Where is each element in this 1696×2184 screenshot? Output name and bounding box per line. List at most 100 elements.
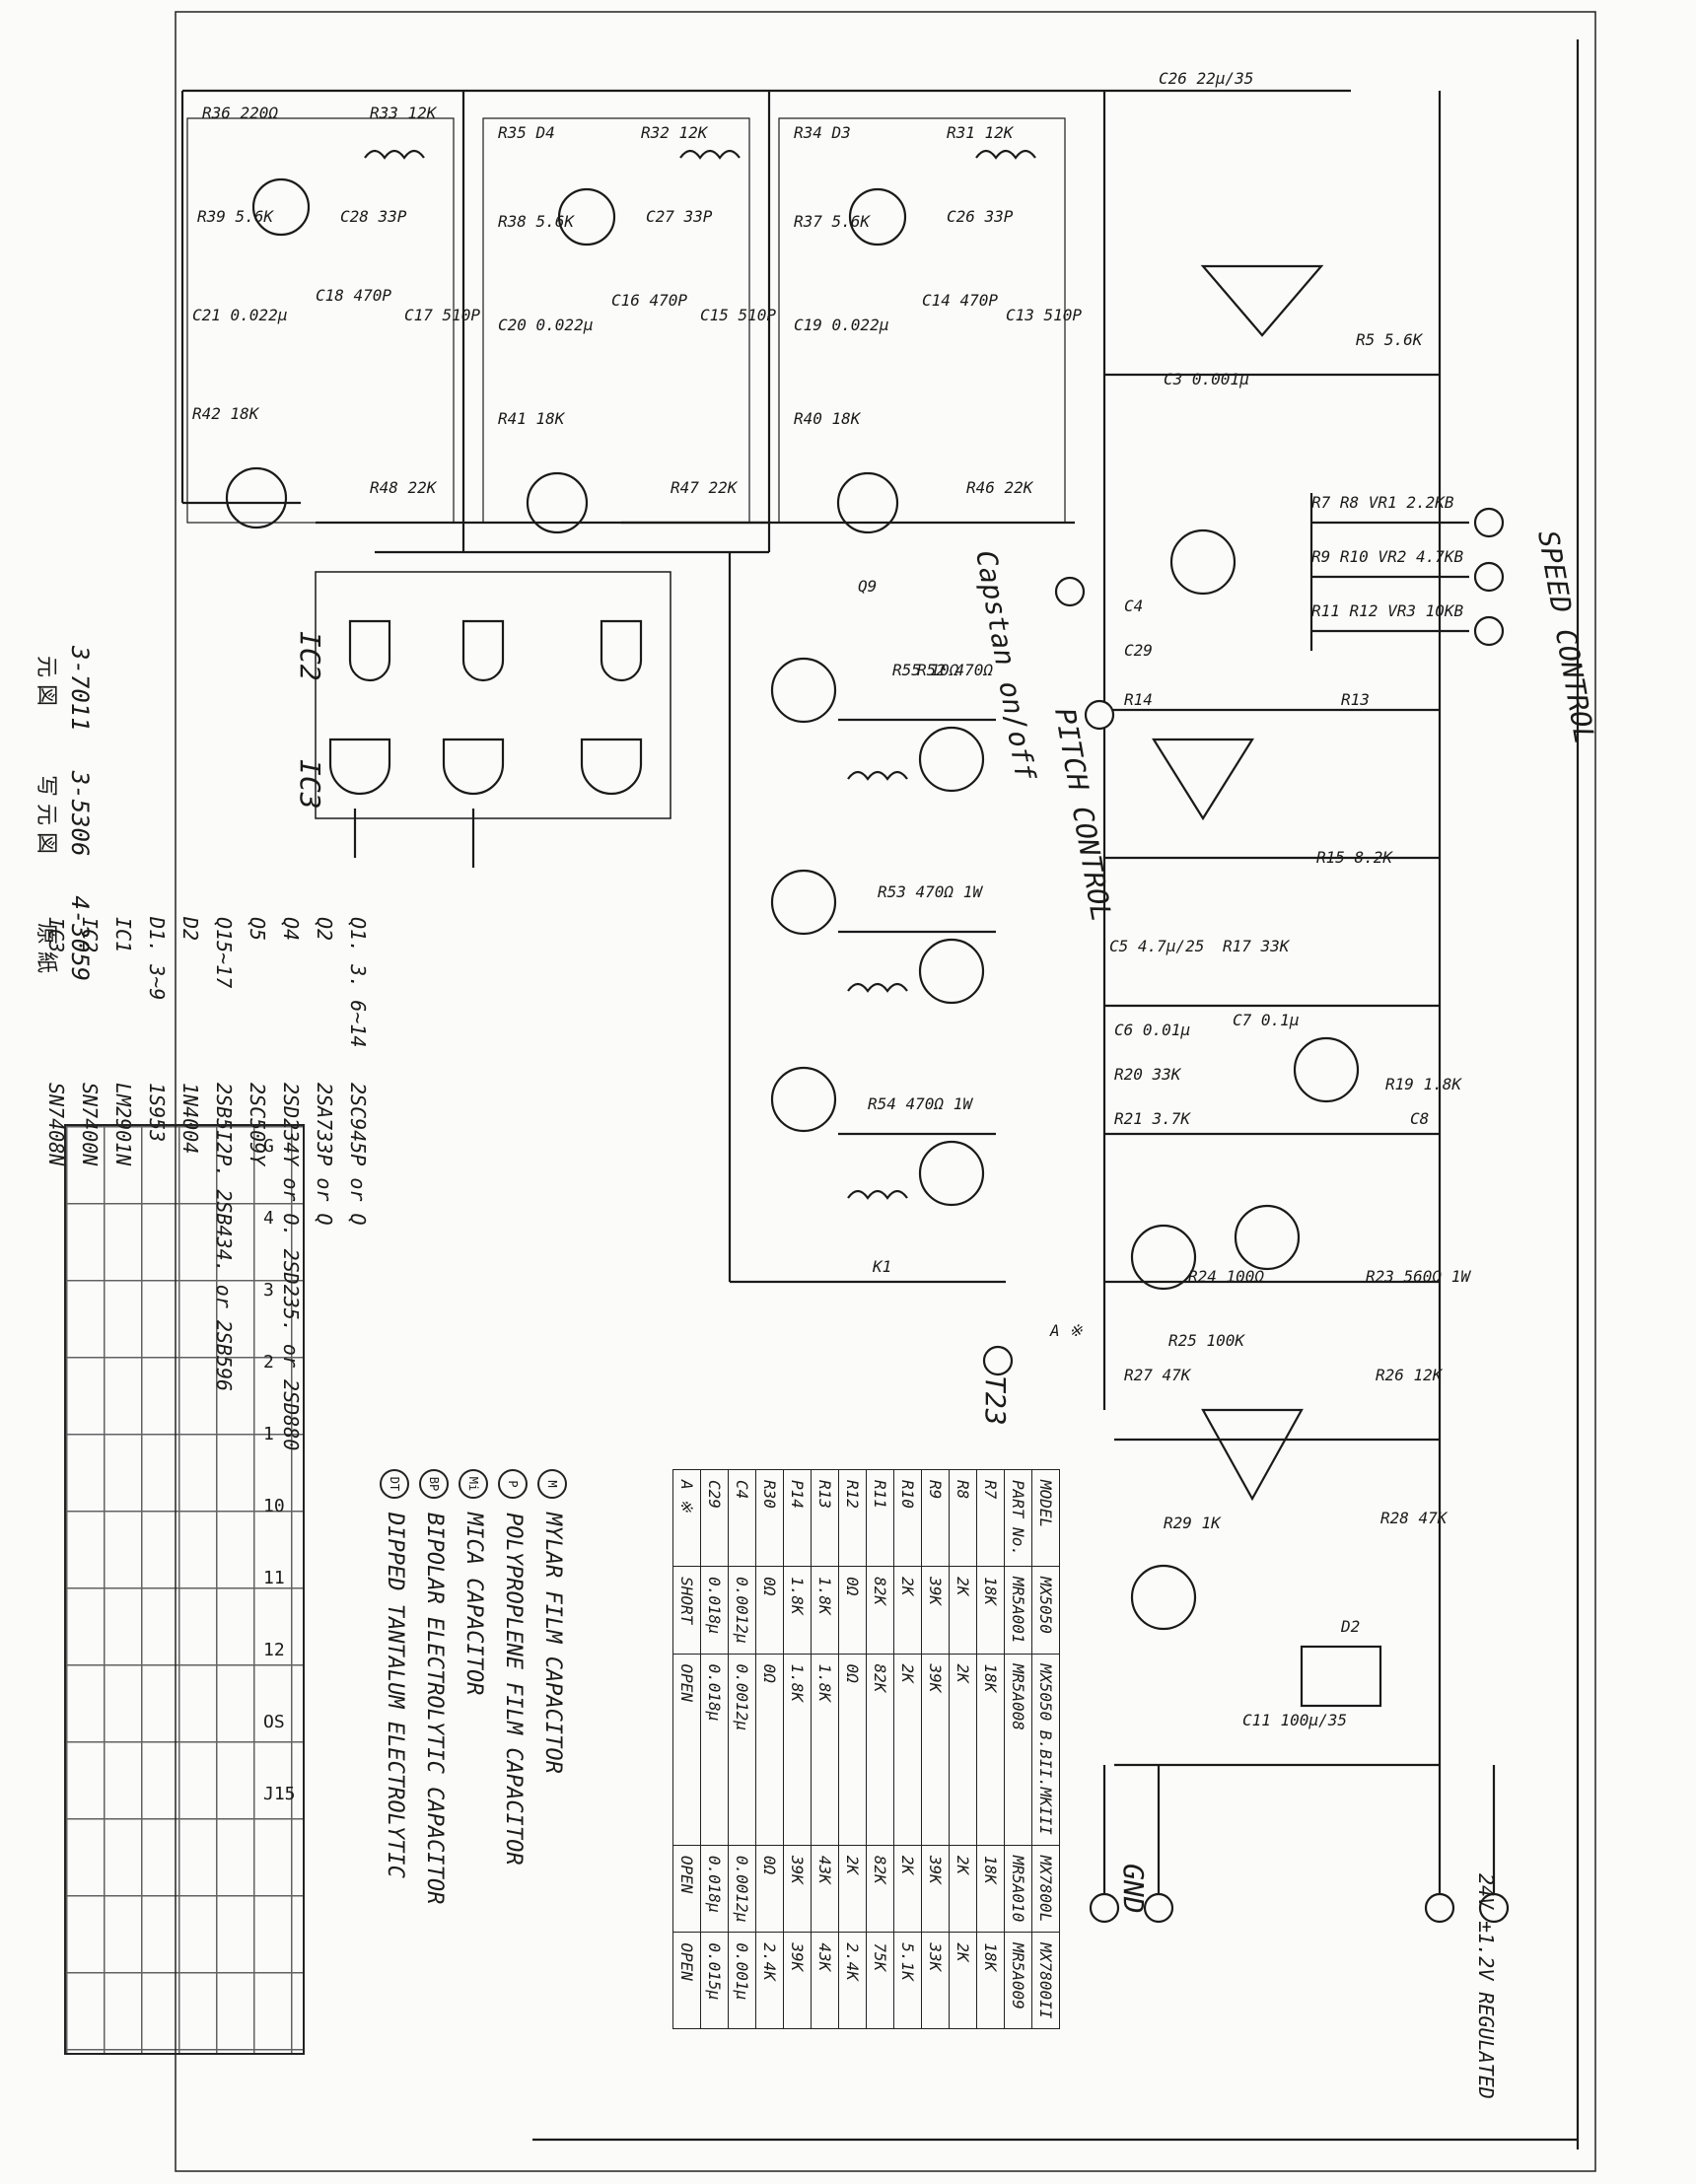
table-cell: MR5A008 <box>1004 1654 1032 1846</box>
table-cell: MX5050 B.BII.MKIII <box>1031 1654 1060 1846</box>
svg-text:R20 33K: R20 33K <box>1114 1065 1182 1084</box>
table-cell: R10 <box>893 1469 922 1567</box>
table-cell: 39K <box>921 1845 950 1933</box>
parts-ref: D2 <box>178 917 202 942</box>
svg-text:R5 5.6K: R5 5.6K <box>1356 330 1424 349</box>
terminal-7 <box>1478 1892 1510 1924</box>
svg-text:C8: C8 <box>1410 1109 1429 1128</box>
svg-text:R40 18K: R40 18K <box>794 409 862 428</box>
svg-text:R21 3.7K: R21 3.7K <box>1114 1109 1191 1128</box>
table-cell: 2K <box>949 1654 977 1846</box>
svg-text:D2: D2 <box>1340 1617 1360 1636</box>
svg-text:C14 470P: C14 470P <box>922 291 998 310</box>
table-cell: R12 <box>838 1469 867 1567</box>
table-cell: C29 <box>700 1469 729 1567</box>
svg-text:C28 33P: C28 33P <box>340 207 407 226</box>
svg-text:R46 22K: R46 22K <box>966 478 1034 497</box>
title-block-cell: G <box>263 1136 274 1157</box>
transistor-q3 <box>1234 1204 1301 1271</box>
table-cell: 2K <box>893 1845 922 1933</box>
parts-ref: D1. 3~9 <box>145 917 169 1001</box>
transistor-q12 <box>770 657 837 724</box>
transistor-q2 <box>1293 1036 1360 1103</box>
drawing-number-2: 3-5306 <box>66 770 94 857</box>
table-cell: R13 <box>811 1469 839 1567</box>
drawing-kind-1: 元 図 <box>34 656 58 706</box>
table-cell: 18K <box>976 1932 1005 2029</box>
svg-text:C5 4.7μ/25: C5 4.7μ/25 <box>1109 937 1204 955</box>
svg-text:C26 33P: C26 33P <box>947 207 1014 226</box>
opamp-ic1a <box>1200 264 1324 337</box>
svg-text:R38 5.6K: R38 5.6K <box>498 212 575 231</box>
table-cell: OPEN <box>672 1845 701 1933</box>
drawing-number-3: 4-3059 <box>66 895 94 982</box>
svg-text:R32 12K: R32 12K <box>641 123 709 142</box>
title-block-cell: 3 <box>263 1280 274 1301</box>
svg-text:R37 5.6K: R37 5.6K <box>794 212 871 231</box>
table-cell: 39K <box>921 1654 950 1846</box>
ic3-label: IC3 <box>294 759 326 810</box>
svg-text:R27 47K: R27 47K <box>1124 1366 1192 1384</box>
legend-symbol-icon: BP <box>419 1469 449 1499</box>
drawing-kind-3: 原 紙 <box>34 923 58 973</box>
terminal-2 <box>1143 1892 1174 1924</box>
table-cell: 1.8K <box>783 1654 812 1846</box>
table-cell: 0.015μ <box>700 1932 729 2029</box>
table-cell: 1.8K <box>811 1654 839 1846</box>
table-cell: 0Ω <box>755 1845 784 1933</box>
gnd-note: GND <box>1117 1864 1150 1914</box>
table-cell: R30 <box>755 1469 784 1567</box>
svg-text:R48 22K: R48 22K <box>370 478 438 497</box>
title-block-cell: J15 <box>263 1784 296 1804</box>
table-cell: 82K <box>866 1654 894 1846</box>
transistor-q9 <box>836 471 899 534</box>
opamp-ic1c <box>1201 1408 1304 1502</box>
ic2-label: IC2 <box>294 631 326 681</box>
table-cell: 2K <box>838 1845 867 1933</box>
parts-value: 2SC945P or Q <box>346 1083 370 1226</box>
svg-text:C17 510P: C17 510P <box>404 306 480 324</box>
svg-text:R24 100Ω: R24 100Ω <box>1188 1267 1264 1286</box>
table-cell: 43K <box>811 1932 839 2029</box>
table-cell: 0.018μ <box>700 1654 729 1846</box>
table-cell: 0Ω <box>838 1566 867 1654</box>
table-cell: OPEN <box>672 1932 701 2029</box>
svg-text:R34 D3: R34 D3 <box>794 123 851 142</box>
legend-text: POLYPROPLENE FILM CAPACITOR <box>501 1513 526 1866</box>
table-cell: 18K <box>976 1566 1005 1654</box>
title-block-cell: 1 <box>263 1424 274 1444</box>
table-cell: MX7800L <box>1031 1845 1060 1933</box>
table-cell: MR5A001 <box>1004 1566 1032 1654</box>
svg-text:R31 12K: R31 12K <box>947 123 1015 142</box>
table-cell: 82K <box>866 1845 894 1933</box>
table-cell: 0.0012μ <box>728 1566 756 1654</box>
table-cell: 2K <box>949 1845 977 1933</box>
transistor-q11 <box>225 466 288 529</box>
table-cell: 0.018μ <box>700 1566 729 1654</box>
title-block-cell: 11 <box>263 1568 285 1588</box>
driver-block <box>728 552 1006 1284</box>
parts-ref: Q4 <box>279 917 303 942</box>
table-cell: 5.1K <box>893 1932 922 2029</box>
table-cell: 2K <box>893 1566 922 1654</box>
parts-value: 2SA733P or Q <box>313 1083 336 1226</box>
table-cell: 0.0012μ <box>728 1845 756 1933</box>
table-cell: 33K <box>921 1932 950 2029</box>
table-cell: MX7800II <box>1031 1932 1060 2029</box>
legend-text: DIPPED TANTALUM ELECTROLYTIC <box>383 1513 407 1878</box>
svg-text:C7 0.1μ: C7 0.1μ <box>1233 1011 1300 1029</box>
transistor-q5 <box>1130 1564 1197 1631</box>
table-cell: 75K <box>866 1932 894 2029</box>
